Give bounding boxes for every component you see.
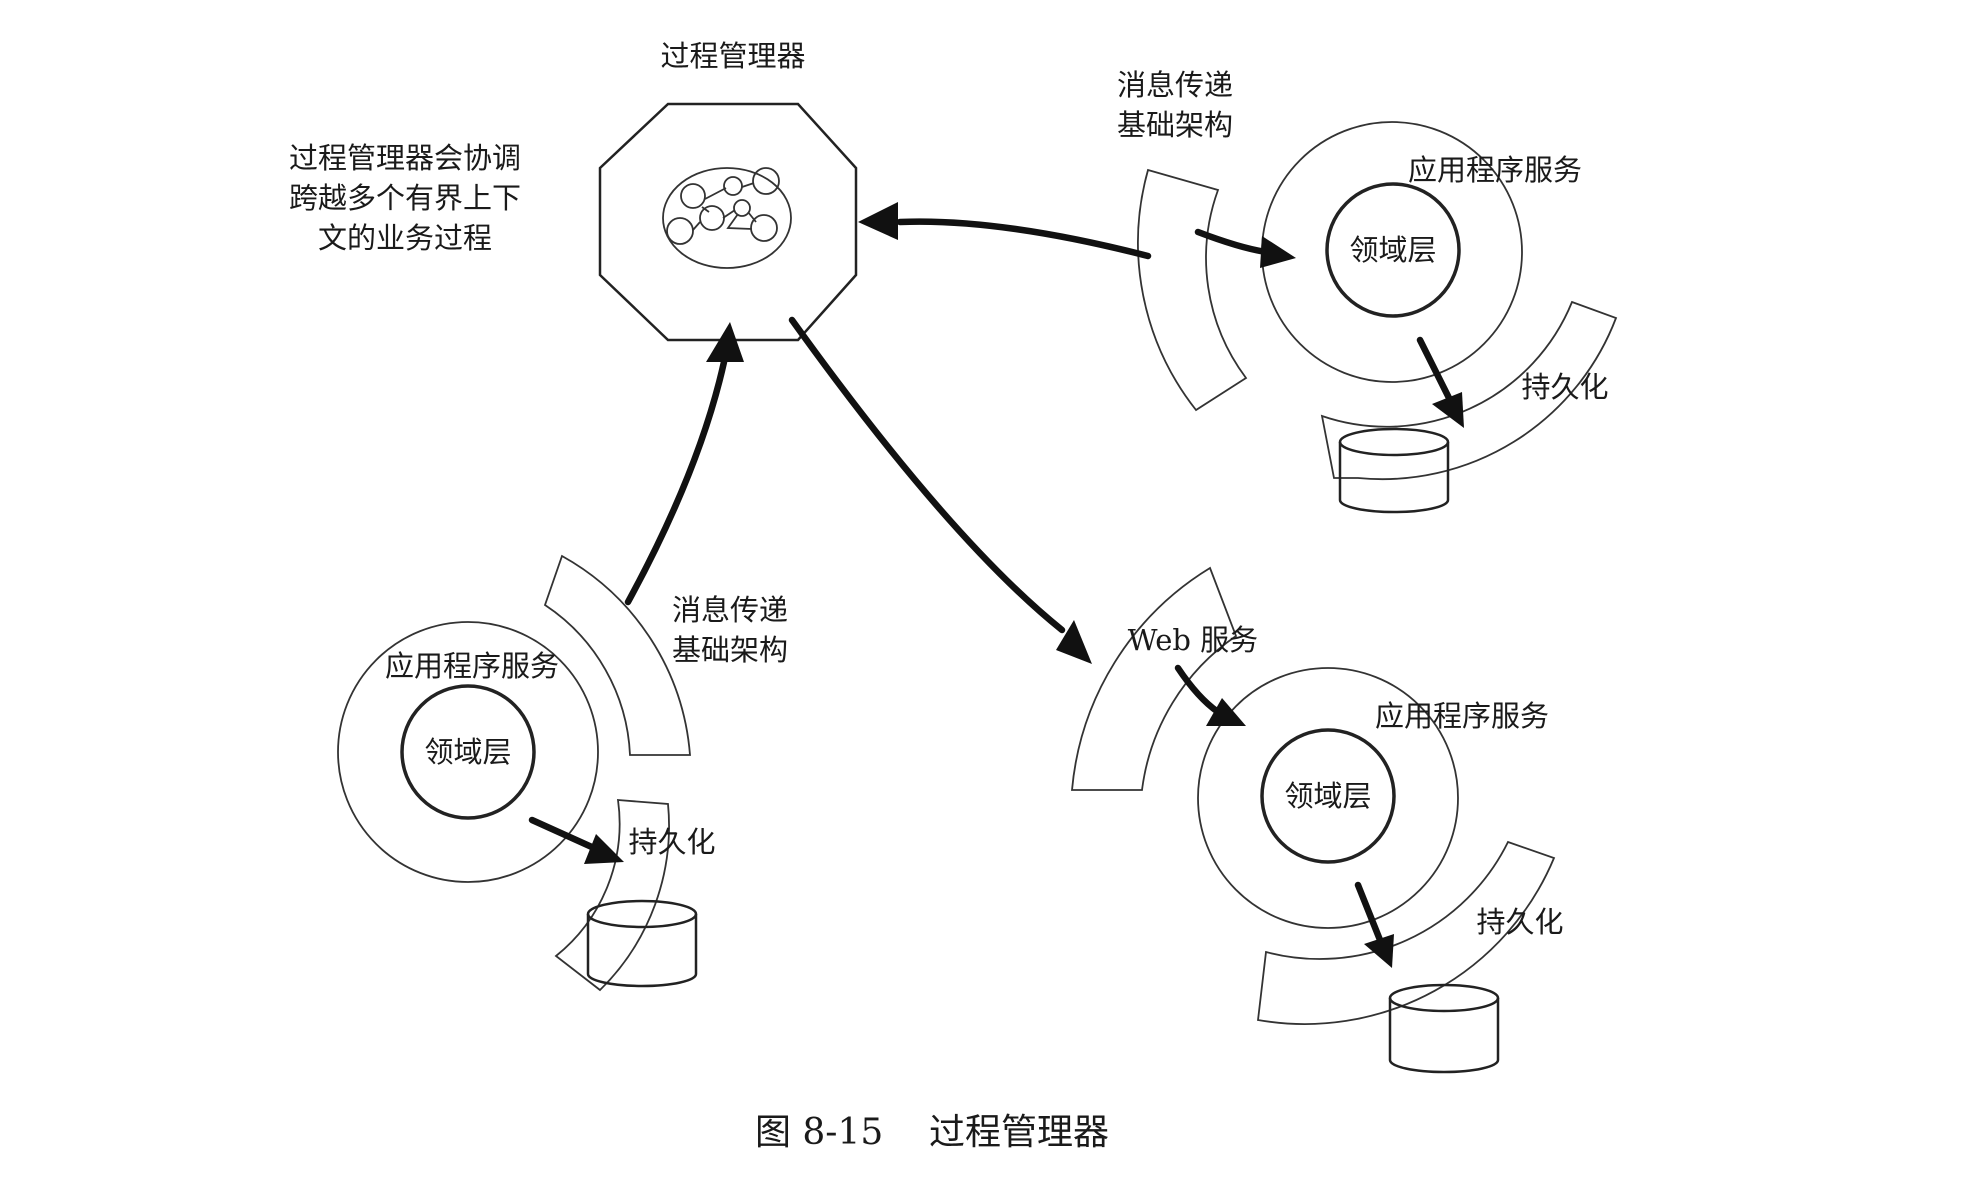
domain-to-persistence-arrow [528, 816, 598, 852]
persistence-band [1257, 840, 1556, 1025]
domain-layer-label: 领域层 [424, 735, 511, 769]
domain-to-persistence-arrow [1416, 336, 1454, 404]
application-services-ring [1197, 667, 1459, 929]
domain-layer-circle [1325, 182, 1461, 318]
application-services-label: 应用程序服务 [385, 649, 559, 683]
web-services-band [1071, 566, 1238, 791]
domain-layer-circle [1260, 728, 1396, 864]
process-manager-to-bottom-right-arrow [788, 316, 1066, 634]
messaging-infrastructure-band [1137, 168, 1248, 412]
process-manager-title: 过程管理器 [660, 39, 805, 73]
messaging-label-line-2: 基础架构 [672, 633, 788, 667]
bounded-context-bottom-left: 消息传递 基础架构 应用程序服务 领域层 持久化 [337, 554, 788, 992]
database-icon [1388, 983, 1500, 1074]
cross-context-arrows [624, 202, 1152, 664]
domain-layer-circle [400, 684, 536, 820]
web-to-domain-arrow [1174, 664, 1222, 716]
application-services-ring [337, 621, 599, 883]
process-manager-node: 过程管理器 过程管理器会协调 跨越多个有界上下 文的业务过程 [289, 39, 858, 342]
web-services-label: Web 服务 [1128, 623, 1258, 657]
application-services-label: 应用程序服务 [1408, 153, 1582, 187]
persistence-label: 持久化 [1476, 905, 1563, 939]
messaging-infrastructure-band [543, 554, 691, 756]
messaging-label-line-1: 消息传递 [1117, 68, 1233, 102]
domain-to-persistence-arrow [1354, 881, 1384, 944]
messaging-label-line-2: 基础架构 [1117, 108, 1233, 142]
persistence-label: 持久化 [628, 825, 715, 859]
persistence-label: 持久化 [1521, 370, 1608, 404]
figure-caption: 图 8-15 过程管理器 [755, 1112, 1109, 1153]
process-manager-description-line-2: 跨越多个有界上下 [289, 181, 521, 215]
database-icon [586, 899, 698, 988]
domain-layer-label: 领域层 [1284, 779, 1371, 813]
process-manager-description-line-1: 过程管理器会协调 [289, 141, 521, 175]
messaging-label-line-1: 消息传递 [672, 593, 788, 627]
bounded-context-top-right: 消息传递 基础架构 应用程序服务 领域层 持久化 [1117, 68, 1618, 514]
messaging-to-domain-arrow [1194, 228, 1270, 256]
process-manager-description-line-3: 文的业务过程 [318, 221, 492, 255]
database-icon [1338, 427, 1450, 514]
application-services-label: 应用程序服务 [1375, 699, 1549, 733]
domain-layer-label: 领域层 [1349, 233, 1436, 267]
persistence-band [1320, 300, 1618, 481]
top-right-to-process-manager-arrow [896, 218, 1152, 260]
bounded-context-bottom-right: Web 服务 应用程序服务 领域层 持久化 [1071, 566, 1564, 1074]
bottom-left-to-process-manager-arrow [624, 358, 728, 606]
process-manager-octagon [598, 102, 858, 342]
process-network-icon [662, 167, 792, 269]
